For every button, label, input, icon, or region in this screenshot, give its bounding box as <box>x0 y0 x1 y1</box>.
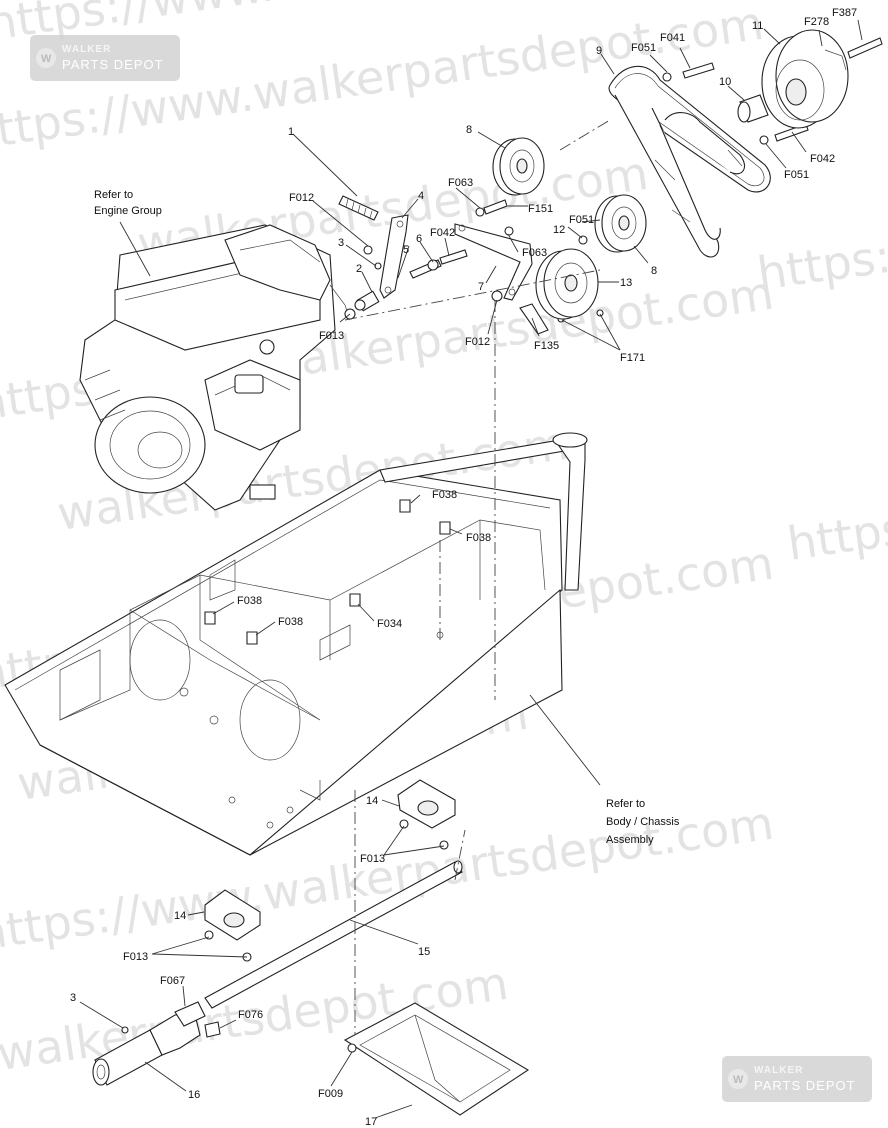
callout-f135: F135 <box>534 340 559 352</box>
badge-brand: WALKER <box>754 1065 803 1076</box>
callout-3: 3 <box>338 237 344 249</box>
engine-note: Refer to Engine Group <box>94 189 162 277</box>
callout-f076: F076 <box>238 1009 263 1021</box>
callout-f171: F171 <box>620 352 645 364</box>
spring-part-1 <box>338 195 379 221</box>
watermark-logo-badge: W WALKER PARTS DEPOT <box>722 1056 872 1102</box>
callout-f041: F041 <box>660 32 685 44</box>
badge-subtitle: PARTS DEPOT <box>62 57 164 72</box>
callout-f278: F278 <box>804 16 829 28</box>
callout-5: 5 <box>403 244 409 256</box>
callout-f009: F009 <box>318 1088 343 1100</box>
pulley-part-8-lower <box>594 194 647 253</box>
callout-f038: F038 <box>237 595 262 607</box>
callout-f038: F038 <box>278 616 303 628</box>
note-line: Body / Chassis <box>606 816 680 828</box>
watermark-text: https:// <box>754 224 888 300</box>
watermark-text: https:// <box>784 494 888 570</box>
callout-f063: F063 <box>522 247 547 259</box>
engine-illustration <box>79 224 351 511</box>
spacer-parts <box>344 245 468 320</box>
callout-f042: F042 <box>430 227 455 239</box>
watermark-logo-badge: W WALKER PARTS DEPOT <box>30 35 180 81</box>
callout-7: 7 <box>478 281 484 293</box>
bracket-part-7 <box>454 223 533 301</box>
note-line: Refer to <box>606 798 645 810</box>
callout-16: 16 <box>188 1089 200 1101</box>
chute-part-17 <box>343 1002 530 1116</box>
shaft-part-15 <box>204 860 463 1009</box>
callout-labels: 1 F012 3 2 4 5 6 F042 F013 F063 F151 F06… <box>70 7 857 1128</box>
idler-arm-part-4 <box>379 214 409 299</box>
callout-1: 1 <box>288 126 294 138</box>
callout-f013: F013 <box>123 951 148 963</box>
callout-3: 3 <box>70 992 76 1004</box>
note-line: Refer to <box>94 189 133 201</box>
callout-9: 9 <box>596 45 602 57</box>
callout-14: 14 <box>366 795 378 807</box>
callout-f063: F063 <box>448 177 473 189</box>
callout-6: 6 <box>416 233 422 245</box>
callout-15: 15 <box>418 946 430 958</box>
callout-11: 11 <box>752 20 763 32</box>
pulley-part-8-upper <box>492 137 545 196</box>
callout-4: 4 <box>418 190 424 202</box>
belt-part-9 <box>608 65 771 258</box>
leader-lines <box>79 19 863 1119</box>
badge-brand: WALKER <box>62 44 111 55</box>
callout-f042: F042 <box>810 153 835 165</box>
callout-f012: F012 <box>465 336 490 348</box>
bearing-part-14-lower <box>204 889 261 962</box>
clutch-part-11 <box>761 29 849 129</box>
callout-f012: F012 <box>289 192 314 204</box>
spacer-part-10 <box>737 94 769 123</box>
callout-f051: F051 <box>784 169 809 181</box>
callout-10: 10 <box>719 76 731 88</box>
note-line: Engine Group <box>94 205 162 217</box>
callout-f387: F387 <box>832 7 857 19</box>
bearing-part-14-upper <box>397 779 456 850</box>
callout-f013: F013 <box>319 330 344 342</box>
svg-text:W: W <box>41 53 52 65</box>
badge-subtitle: PARTS DEPOT <box>754 1078 856 1093</box>
callout-f034: F034 <box>377 618 402 630</box>
chassis-note: Refer to Body / Chassis Assembly <box>529 694 680 846</box>
coupler-part-16 <box>92 1001 221 1086</box>
callout-12: 12 <box>553 224 565 236</box>
callout-f151: F151 <box>528 203 553 215</box>
callout-8: 8 <box>466 124 472 136</box>
callout-f013: F013 <box>360 853 385 865</box>
svg-text:W: W <box>733 1074 744 1086</box>
callout-17: 17 <box>365 1116 377 1128</box>
note-line: Assembly <box>606 834 654 846</box>
callout-f067: F067 <box>160 975 185 987</box>
pulley-part-13 <box>535 248 599 320</box>
callout-2: 2 <box>356 263 362 275</box>
callout-8: 8 <box>651 265 657 277</box>
chassis-frame <box>4 432 588 856</box>
chassis-bolts <box>204 499 451 645</box>
callout-14: 14 <box>174 910 186 922</box>
callout-f051: F051 <box>631 42 656 54</box>
assembly-centerlines <box>344 119 611 1035</box>
callout-13: 13 <box>620 277 632 289</box>
callout-f051: F051 <box>569 214 594 226</box>
callout-f038: F038 <box>466 532 491 544</box>
callout-f038: F038 <box>432 489 457 501</box>
